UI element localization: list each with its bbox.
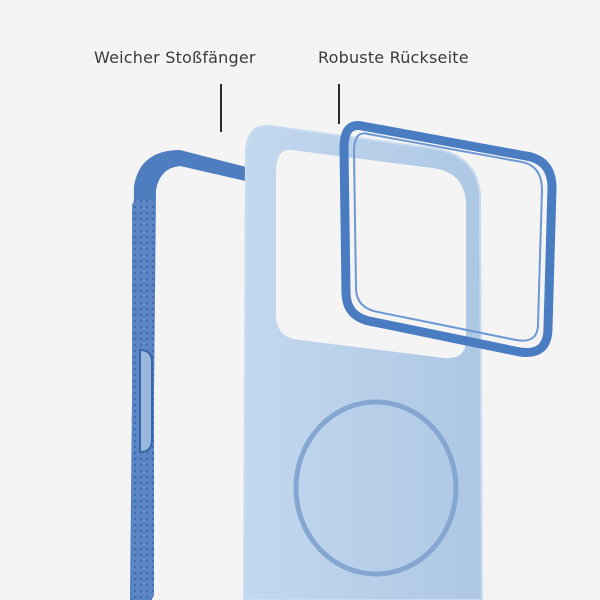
back-plate (242, 124, 484, 600)
back-leader-line (338, 84, 340, 124)
magsafe-ring (293, 399, 459, 577)
bumper-label: Weicher Stoßfänger (94, 48, 256, 67)
bumper-leader-line (220, 84, 222, 132)
camera-ring (339, 120, 557, 357)
back-label: Robuste Rückseite (318, 48, 469, 67)
